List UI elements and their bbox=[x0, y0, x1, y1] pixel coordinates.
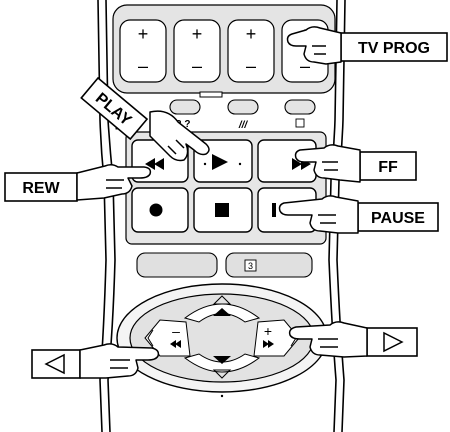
small-symbol-icon bbox=[295, 118, 305, 128]
play-icon bbox=[212, 154, 228, 170]
skip-back-icon bbox=[170, 340, 181, 348]
small-button-row: 1 ? ? /// bbox=[115, 99, 316, 131]
down-arrow-icon bbox=[213, 356, 231, 364]
small-oval-button[interactable] bbox=[284, 99, 316, 115]
ff-callout: FF bbox=[294, 144, 417, 183]
minus-label: – bbox=[246, 56, 256, 76]
digit-box-3 bbox=[244, 259, 257, 272]
question-marks: ? ? bbox=[176, 119, 191, 130]
minus-label: – bbox=[300, 56, 310, 76]
right-arrow-callout bbox=[288, 321, 418, 358]
down-key[interactable] bbox=[183, 353, 261, 379]
transport-panel bbox=[125, 131, 327, 245]
small-oval-button[interactable] bbox=[169, 99, 201, 115]
tv-prog-label: TV PROG bbox=[358, 40, 430, 57]
up-key[interactable] bbox=[183, 295, 261, 323]
skip-forward-icon bbox=[263, 340, 274, 348]
minus-label: – bbox=[192, 56, 202, 76]
play-callout: PLAY bbox=[80, 76, 210, 162]
left-triangle-icon bbox=[44, 353, 65, 375]
record-icon bbox=[149, 203, 163, 217]
pause-callout: PAUSE bbox=[278, 195, 439, 234]
prog-button-3[interactable]: + – bbox=[227, 19, 275, 83]
pause-icon bbox=[272, 203, 276, 217]
prog-button-1[interactable]: + – bbox=[119, 19, 167, 83]
plus-label: + bbox=[246, 24, 257, 44]
pause-label: PAUSE bbox=[371, 210, 425, 227]
pointing-hand-icon bbox=[288, 321, 368, 358]
rew-label: REW bbox=[22, 180, 60, 197]
mid-left-button[interactable] bbox=[136, 252, 218, 278]
mid-buttons: 3 bbox=[136, 252, 313, 278]
left-arrow-callout bbox=[31, 343, 160, 379]
pointing-hand-icon bbox=[76, 163, 152, 201]
tv-prog-callout: TV PROG bbox=[286, 26, 448, 65]
record-button[interactable] bbox=[131, 187, 189, 233]
down-outline-arrow-icon bbox=[212, 369, 232, 379]
rewind-icon bbox=[145, 158, 164, 170]
left-chevron-icon bbox=[147, 329, 154, 347]
up-arrow-icon bbox=[213, 308, 231, 316]
ff-label: FF bbox=[378, 159, 398, 176]
prog-button-panel: + – + – + – + – bbox=[112, 4, 336, 98]
pointing-hand-icon bbox=[294, 144, 361, 183]
rew-callout: REW bbox=[4, 163, 152, 202]
plus-label: + bbox=[138, 24, 149, 44]
minus-label: – bbox=[138, 56, 148, 76]
shuttle-minus: – bbox=[172, 323, 180, 339]
pointing-hand-icon bbox=[149, 110, 210, 162]
plus-label: + bbox=[192, 24, 203, 44]
digit-three: 3 bbox=[248, 261, 253, 271]
slash-mark: /// bbox=[238, 120, 249, 131]
stop-button[interactable] bbox=[193, 187, 253, 233]
fast-forward-icon bbox=[292, 158, 311, 170]
stop-icon bbox=[215, 203, 229, 217]
pointing-hand-icon bbox=[286, 26, 342, 65]
prog-button-2[interactable]: + – bbox=[173, 19, 221, 83]
mid-right-button[interactable] bbox=[225, 252, 313, 278]
small-oval-button[interactable] bbox=[227, 99, 259, 115]
shuttle-plus: + bbox=[264, 323, 272, 339]
up-outline-arrow-icon bbox=[212, 295, 232, 305]
right-key[interactable]: + bbox=[253, 319, 300, 357]
pointing-hand-icon bbox=[79, 343, 160, 379]
shuttle-ring: – + bbox=[116, 283, 328, 398]
right-triangle-icon bbox=[383, 331, 404, 353]
pointing-hand-icon bbox=[278, 195, 359, 234]
